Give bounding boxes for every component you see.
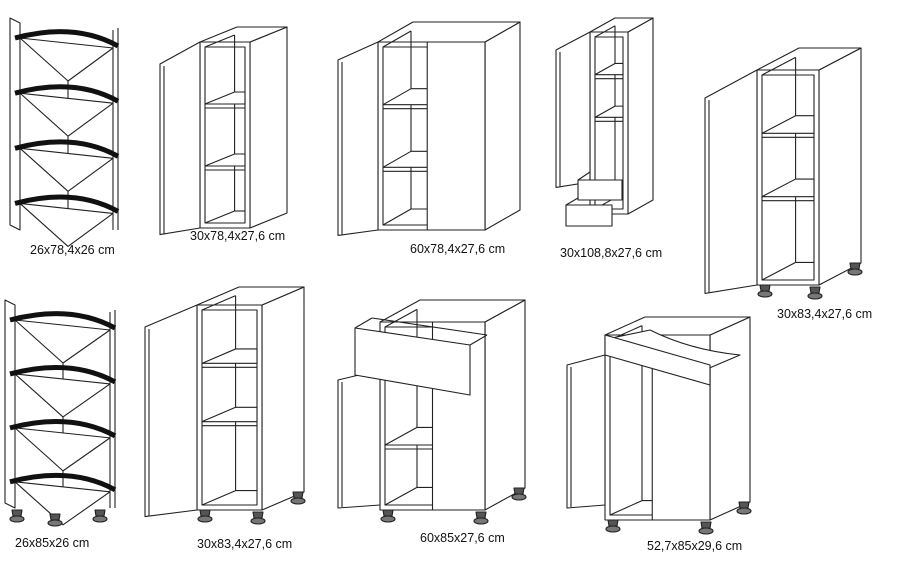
leg-icon: [9, 509, 25, 523]
dimension-label-floor-cabinet-30: 30x83,4x27,6 cm: [197, 537, 293, 551]
leg-icon: [736, 501, 752, 515]
dimension-label-tall-cabinet-drawers: 30x108,8x27,6 cm: [560, 246, 663, 260]
leg-icon: [92, 509, 108, 523]
leg-icon: [807, 286, 823, 300]
leg-icon: [757, 284, 773, 298]
dimension-label-corner-shelf-floor: 26x85x26 cm: [15, 536, 90, 550]
sink-cabinet-drawing: [566, 316, 752, 535]
wall-cabinet-60-drawing: [337, 21, 521, 236]
leg-icon: [380, 509, 396, 523]
leg-icon: [250, 511, 266, 525]
leg-icon: [605, 519, 621, 533]
floor-cabinet-30-drawing: [144, 286, 306, 525]
dimension-label-sink-cabinet: 52,7x85x29,6 cm: [647, 539, 743, 553]
dimension-label-wall-cabinet-60: 60x78,4x27,6 cm: [410, 242, 506, 256]
leg-icon: [47, 513, 63, 527]
leg-icon: [511, 487, 527, 501]
wall-cabinet-30-drawing: [159, 26, 288, 236]
leg-icon: [197, 509, 213, 523]
leg-icon: [290, 491, 306, 505]
leg-icon: [698, 521, 714, 535]
corner-shelf-top-drawing: [9, 17, 120, 248]
dimension-label-floor-cabinet-60-drawer: 60x85x27,6 cm: [420, 531, 505, 545]
tall-cabinet-drawers-drawing: [555, 17, 654, 227]
corner-shelf-floor-drawing: [4, 299, 117, 527]
floor-cabinet-60-drawer-drawing: [337, 299, 527, 525]
floor-cabinet-30-right-drawing: [704, 47, 863, 300]
dimension-label-corner-shelf-top: 26x78,4x26 cm: [30, 243, 115, 257]
dimension-label-wall-cabinet-30: 30x78,4x27,6 cm: [190, 229, 286, 243]
leg-icon: [473, 511, 489, 525]
dimension-label-floor-cabinet-30-right: 30x83,4x27,6 cm: [777, 307, 873, 321]
leg-icon: [847, 262, 863, 276]
